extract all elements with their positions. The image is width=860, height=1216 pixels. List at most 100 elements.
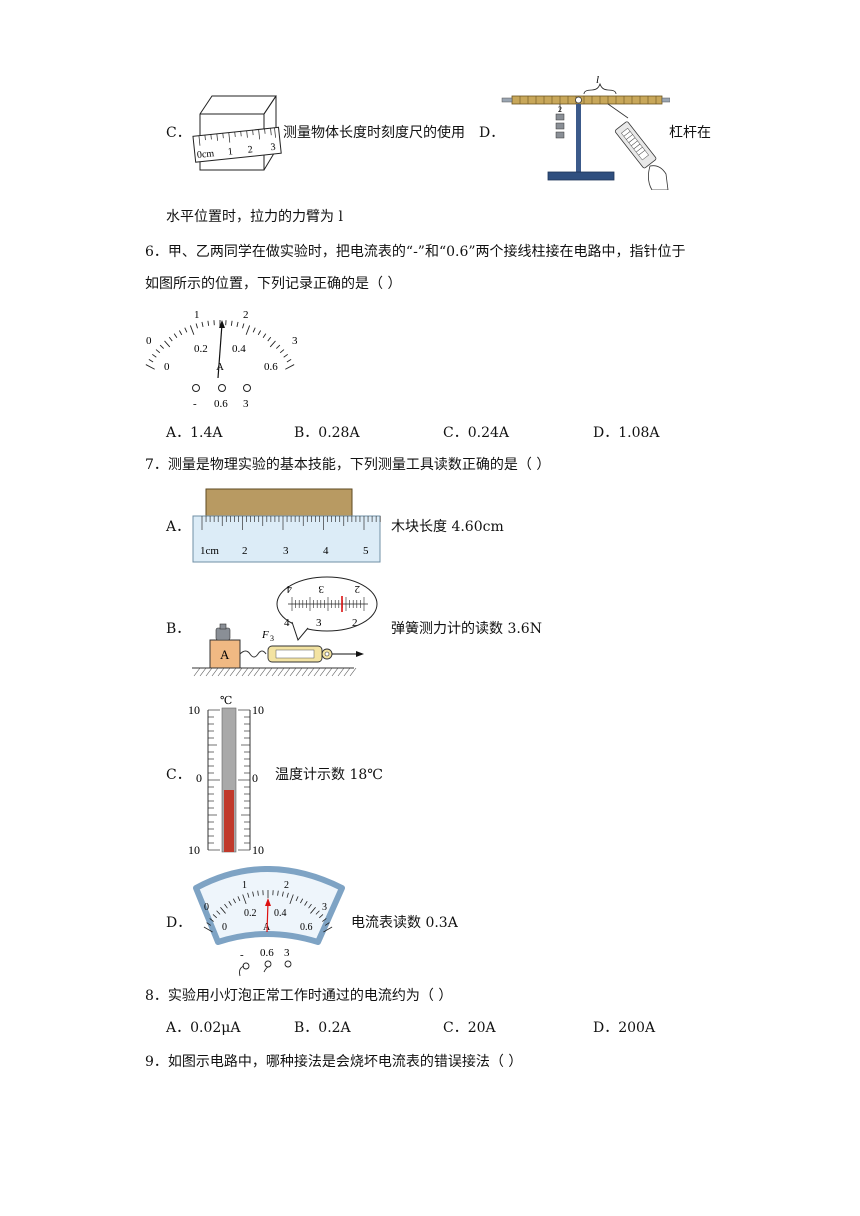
scale-tick (300, 898, 304, 904)
q7-c-unit: ℃ (220, 695, 232, 707)
q8-option-c: C．20A (443, 1020, 496, 1036)
q5-c-tick-3: 3 (270, 142, 276, 153)
scale-tick (235, 667, 243, 677)
q7-c-right-10-top: 10 (252, 703, 264, 717)
scale-tick (205, 667, 213, 677)
q6-stem-line1: 6．甲、乙两同学在做实验时，把电流表的“-”和“0.6”两个接线柱接在电路中，指… (145, 244, 686, 260)
scale-tick (212, 914, 217, 919)
q7-b-text: 弹簧测力计的读数 3.6N (391, 621, 542, 637)
q7-c-thermometer: ℃ 10 10 0 0 10 10 (188, 695, 264, 857)
scale-tick (193, 667, 201, 677)
q6-top-scale-0: 0 (146, 335, 152, 347)
scale-tick (232, 898, 236, 904)
scale-tick (189, 325, 195, 335)
q6-option-d: D．1.08A (593, 425, 660, 441)
q7-d-bottom-scale-1: 0.2 (244, 908, 257, 919)
scale-tick (237, 896, 241, 902)
q6-unit: A (216, 361, 224, 373)
q5-c-figure: 0cm 1 2 3 (192, 95, 282, 171)
q6-terminal-3: 3 (243, 398, 249, 410)
scale-tick (343, 667, 351, 677)
q7-c-text: 温度计示数 18℃ (275, 767, 383, 783)
scale-tick (279, 349, 285, 354)
scale-tick (209, 918, 214, 922)
q7-a-tick-3: 3 (283, 545, 289, 557)
scale-tick (277, 667, 285, 677)
q6-bottom-scale-0: 0 (164, 361, 170, 373)
q6-terminal-06: 0.6 (214, 398, 228, 410)
scale-tick (206, 922, 212, 926)
q7-d-bottom-scale-2: 0.4 (274, 908, 287, 919)
q6-top-scale-1: 1 (194, 309, 200, 321)
scale-tick (201, 321, 204, 327)
scale-tick (301, 667, 309, 677)
q7-d-bottom-scale-3: 0.6 (300, 922, 313, 933)
scale-tick (295, 667, 303, 677)
q7-d-text: 电流表读数 0.3A (351, 915, 458, 931)
q7-a-tick-4: 4 (323, 545, 329, 557)
scale-tick (247, 667, 255, 677)
q7-a-text: 木块长度 4.60cm (391, 519, 504, 535)
q7-b-top-3: 3 (318, 583, 324, 595)
scale-tick (252, 891, 255, 897)
scale-tick (283, 667, 291, 677)
scale-tick (283, 353, 288, 358)
scale-tick (286, 358, 292, 363)
scale-tick (241, 667, 249, 677)
scale-tick (252, 327, 256, 333)
scale-tick (322, 918, 327, 922)
q7-b-top-4: 4 (286, 583, 292, 595)
q8-stem: 8．实验用小灯泡正常工作时通过的电流约为（ ） (145, 988, 453, 1004)
scale-tick (223, 667, 231, 677)
q6-top-scale-3: 3 (292, 335, 298, 347)
q7-b-label: B． (166, 621, 191, 637)
q6-terminal-neg: - (193, 398, 197, 410)
q7-d-terminal-06: 0.6 (260, 947, 274, 959)
q7-d-label: D． (166, 915, 192, 931)
q8-option-d: D．200A (593, 1020, 656, 1036)
scale-tick (337, 667, 345, 677)
scale-tick (207, 320, 210, 326)
q5-c-tick-1: 1 (227, 146, 233, 157)
q7-d-bottom-scale-0: 0 (222, 922, 227, 933)
q7-b-bottom-4: 4 (284, 617, 290, 629)
q7-b-force: F (261, 629, 269, 641)
q7-b-top-2: 2 (355, 583, 361, 595)
q6-option-c: C．0.24A (443, 425, 509, 441)
scale-tick (217, 667, 225, 677)
scale-tick (195, 323, 198, 329)
q7-d-terminal-neg: - (240, 949, 244, 961)
q6-bottom-scale-2: 0.4 (232, 343, 246, 355)
q7-a-tick-2: 2 (242, 545, 248, 557)
q5-c-tick-2: 2 (247, 144, 253, 155)
scale-tick (184, 327, 188, 333)
q6-bottom-scale-1: 0.2 (194, 343, 208, 355)
scale-tick (349, 667, 357, 677)
scale-tick (155, 349, 161, 354)
scale-tick (230, 320, 233, 326)
q7-d-top-scale-2: 2 (284, 880, 289, 891)
q7-b-bottom-3: 3 (316, 617, 322, 629)
q6-option-b: B．0.28A (294, 425, 360, 441)
scale-tick (257, 330, 262, 336)
q5-c-label: C． (166, 125, 191, 141)
q7-a-tick-1cm: 1cm (200, 545, 219, 557)
scale-tick (245, 325, 251, 335)
q7-d-top-scale-3: 3 (322, 902, 327, 913)
scale-tick (289, 667, 297, 677)
q8-option-b: B．0.2A (294, 1020, 351, 1036)
scale-tick (228, 901, 232, 906)
scale-tick (236, 321, 239, 327)
scale-tick (152, 353, 157, 358)
q7-b-force-sub: 3 (270, 634, 274, 643)
q5-c-tick-0: 0cm (196, 148, 214, 161)
scale-tick (242, 894, 247, 904)
scale-tick (324, 922, 330, 926)
scale-tick (295, 896, 299, 902)
scale-tick (281, 891, 284, 897)
q7-a-tick-5: 5 (363, 545, 369, 557)
q6-ammeter-figure: 0 1 2 3 0 0.2 0.4 0.6 A - 0.6 3 (145, 309, 298, 410)
scale-tick (271, 667, 279, 677)
scale-tick (242, 323, 245, 329)
q7-c-right-10-bottom: 10 (252, 843, 264, 857)
